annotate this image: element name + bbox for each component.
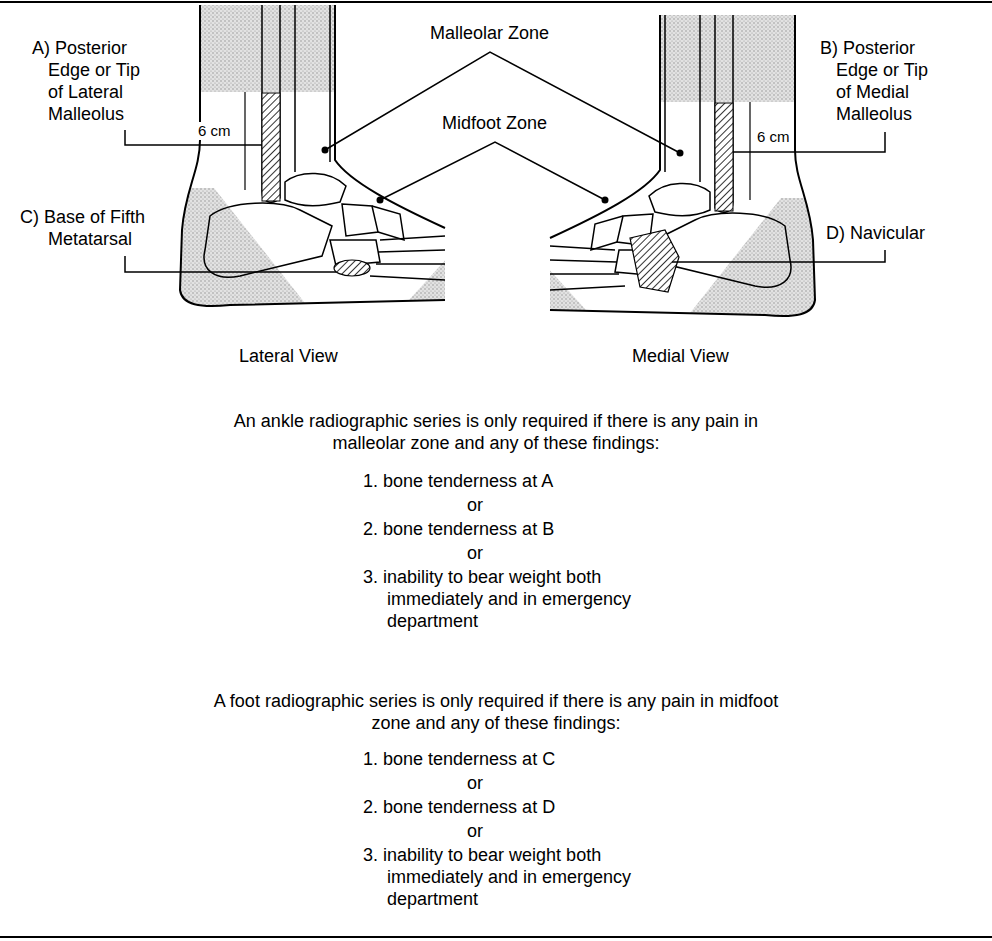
navicular-site	[630, 230, 679, 292]
rule-connector: or	[467, 820, 483, 842]
top-rule	[0, 1, 992, 3]
leader-dot	[602, 197, 609, 204]
zone-label: Midfoot Zone	[442, 112, 547, 134]
view-caption: Lateral View	[239, 345, 338, 367]
leader-line	[672, 250, 885, 262]
bottom-rule	[0, 936, 992, 938]
lateral-malleolus-site	[262, 93, 280, 201]
leader-line	[125, 256, 336, 272]
dimension-label: 6 cm	[755, 128, 792, 146]
site-label: D) Navicular	[826, 222, 925, 244]
medial-malleolus-site	[715, 103, 733, 211]
leader-line	[125, 130, 262, 145]
leader-dot	[377, 197, 384, 204]
fifth-metatarsal-site	[334, 260, 370, 276]
rule-criterion: 2. bone tenderness at B	[363, 518, 554, 540]
rule-connector: or	[467, 542, 483, 564]
rule-criterion: 3. inability to bear weight both immedia…	[363, 566, 693, 632]
leader-dot	[322, 147, 329, 154]
rule-criterion: 1. bone tenderness at A	[363, 470, 553, 492]
rule-connector: or	[467, 772, 483, 794]
rule-statement: An ankle radiographic series is only req…	[196, 410, 796, 454]
zone-label: Malleolar Zone	[430, 22, 549, 44]
leader-dots	[322, 147, 684, 204]
leader-line	[325, 52, 680, 153]
rule-criterion: 2. bone tenderness at D	[363, 796, 555, 818]
site-label: A) Posterior Edge or Tip of Lateral Mall…	[32, 37, 156, 125]
dimension-label: 6 cm	[196, 122, 233, 140]
leader-dot	[677, 150, 684, 157]
site-label: C) Base of Fifth Metatarsal	[20, 206, 180, 250]
rule-criterion: 1. bone tenderness at C	[363, 748, 555, 770]
lateral-foot	[170, 5, 450, 312]
medial-foot	[545, 15, 825, 322]
rule-criterion: 3. inability to bear weight both immedia…	[363, 844, 693, 910]
rule-connector: or	[467, 494, 483, 516]
leader-line	[380, 142, 605, 200]
view-caption: Medial View	[632, 345, 729, 367]
zone-leaders	[125, 52, 885, 272]
site-label: B) Posterior Edge or Tip of Medial Malle…	[820, 37, 944, 125]
rule-statement: A foot radiographic series is only requi…	[196, 690, 796, 734]
